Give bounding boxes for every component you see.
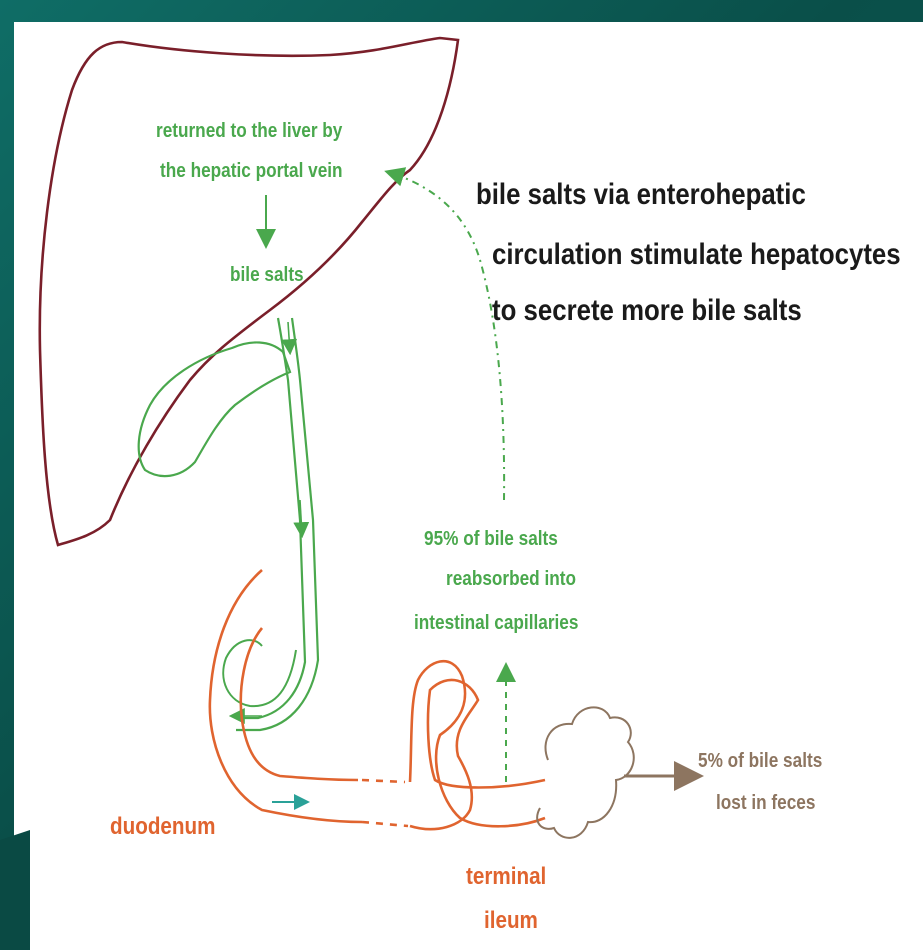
common-bile-duct — [236, 318, 318, 730]
ileum-outer — [410, 661, 545, 826]
terminal-ileum-line1: terminal — [466, 862, 546, 892]
enterohepatic-line1: bile salts via enterohepatic — [476, 176, 806, 214]
lost-line1: 5% of bile salts — [698, 748, 822, 774]
enterohepatic-line2: circulation stimulate hepatocytes — [492, 236, 901, 274]
reabsorbed-line2: reabsorbed into — [446, 566, 576, 592]
returned-label-line2: the hepatic portal vein — [160, 158, 343, 184]
duodenum-label: duodenum — [110, 812, 215, 842]
terminal-ileum-line2: ileum — [484, 906, 538, 936]
feces-cloud — [537, 707, 634, 838]
portal-return-arrow — [388, 172, 504, 500]
reabsorbed-line1: 95% of bile salts — [424, 526, 558, 552]
bile-salts-label: bile salts — [230, 262, 304, 288]
duodenum-inner — [241, 628, 358, 780]
duct-inner-curve — [223, 640, 296, 706]
gallbladder — [139, 342, 290, 476]
duodenum-dash-bottom — [362, 822, 408, 826]
duodenum-dash-top — [362, 780, 405, 782]
slide-edge-accent — [0, 830, 30, 950]
duct-arrow-upper — [288, 322, 290, 352]
reabsorbed-line3: intestinal capillaries — [414, 610, 578, 636]
returned-label-line1: returned to the liver by — [156, 118, 342, 144]
lost-line2: lost in feces — [716, 790, 815, 816]
ileum-inner — [410, 680, 545, 829]
liver-outline — [40, 38, 458, 545]
enterohepatic-line3: to secrete more bile salts — [492, 292, 802, 330]
